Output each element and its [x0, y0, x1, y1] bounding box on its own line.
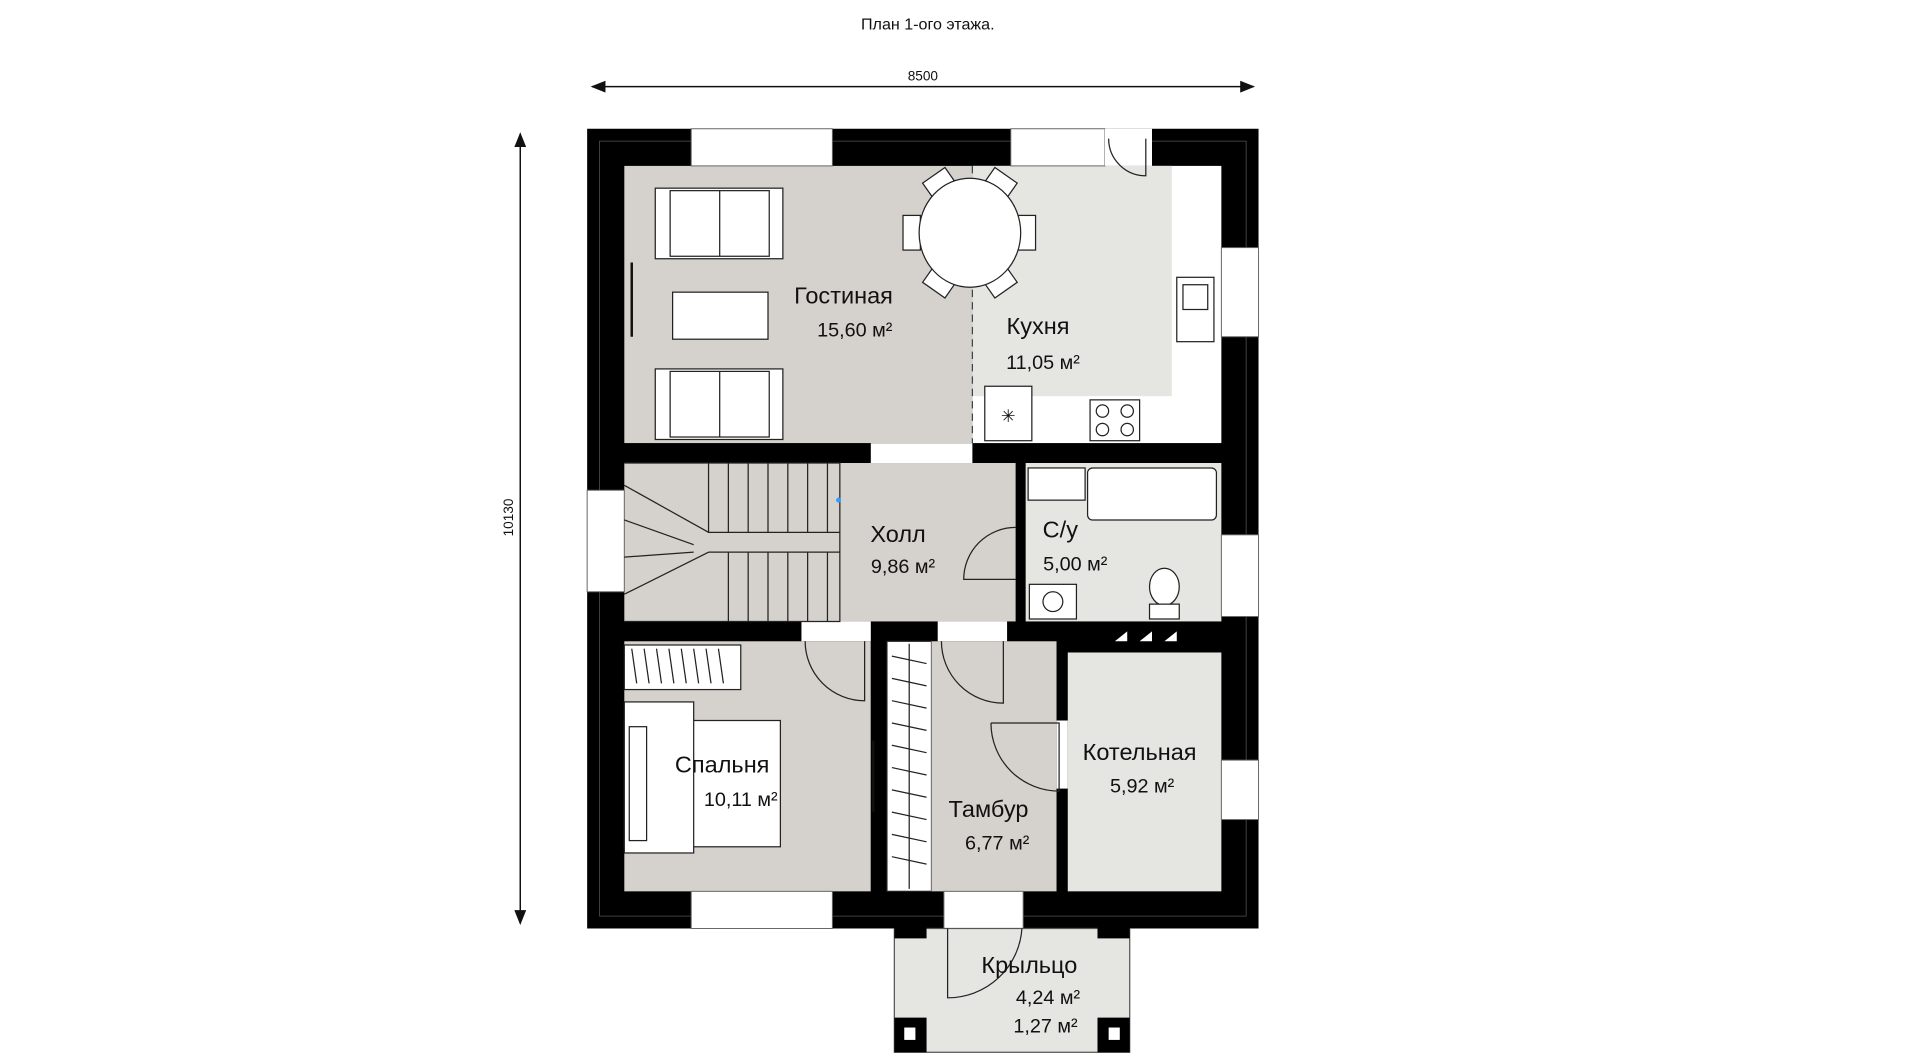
room-area: 10,11 м²	[704, 789, 778, 811]
porch-floor	[893, 927, 1131, 1053]
washing-machine	[1028, 583, 1078, 620]
dining-table	[902, 166, 1037, 299]
room-name: Кухня	[1007, 313, 1070, 339]
room-name: Крыльцо	[981, 952, 1077, 978]
boiler-room-floor	[1067, 652, 1222, 892]
room-area: 15,60 м²	[817, 320, 893, 342]
bedroom-door	[804, 641, 866, 702]
toilet	[1148, 567, 1180, 620]
kitchen-hall-opening	[870, 443, 973, 464]
room-name: Котельная	[1083, 739, 1197, 765]
windows	[586, 128, 1260, 929]
height-dimension: 10130	[501, 498, 516, 536]
room-area: 9,86 м²	[871, 556, 936, 578]
entrance-door	[946, 928, 1023, 999]
washbasin	[1027, 467, 1086, 501]
room-living: Гостиная 15,60 м²	[794, 282, 893, 341]
vestibule-floor	[931, 641, 1057, 892]
bathroom-wall	[1015, 463, 1026, 622]
porch-column-right	[1097, 1017, 1130, 1053]
fridge	[984, 385, 1033, 442]
porch-column-left	[894, 1017, 927, 1053]
width-dimension: 8500	[908, 68, 939, 83]
staircase	[624, 462, 841, 623]
room-name: С/у	[1043, 516, 1079, 542]
bathroom-door	[963, 526, 1016, 580]
coffee-table	[672, 291, 769, 340]
sofa-bottom	[654, 368, 784, 441]
room-hall: Холл 9,86 м²	[870, 521, 935, 578]
inner-wall-middle	[624, 621, 1222, 642]
room-boiler: Котельная 5,92 м²	[1083, 739, 1197, 797]
sofa-top	[654, 187, 784, 260]
room-name: Гостиная	[794, 282, 893, 308]
room-area: 4,24 м²	[1016, 987, 1081, 1009]
hall-floor	[624, 463, 1016, 622]
plan-title: План 1-ого этажа.	[861, 16, 995, 34]
room-bedroom: Спальня 10,11 м²	[675, 752, 778, 811]
svg-text:✳: ✳	[1001, 406, 1016, 426]
room-name: Спальня	[675, 752, 770, 778]
room-area: 5,92 м²	[1110, 775, 1175, 797]
room-area: 6,77 м²	[965, 832, 1030, 854]
bathtub	[1086, 467, 1218, 521]
room-kitchen: Кухня 11,05 м²	[1006, 313, 1080, 374]
stove	[1089, 399, 1141, 442]
room-area: 11,05 м²	[1006, 352, 1080, 374]
room-name: Тамбур	[949, 796, 1029, 822]
room-bathroom: С/у 5,00 м²	[1043, 516, 1108, 575]
boiler-door	[990, 722, 1060, 792]
room-area: 5,00 м²	[1043, 554, 1108, 576]
hall-door	[940, 641, 1004, 704]
bed	[623, 701, 782, 854]
room-porch: Крыльцо 4,24 м² 1,27 м²	[981, 952, 1080, 1037]
room-area-secondary: 1,27 м²	[1013, 1015, 1078, 1037]
room-vestibule: Тамбур 6,77 м²	[949, 796, 1030, 854]
room-name: Холл	[870, 521, 925, 547]
